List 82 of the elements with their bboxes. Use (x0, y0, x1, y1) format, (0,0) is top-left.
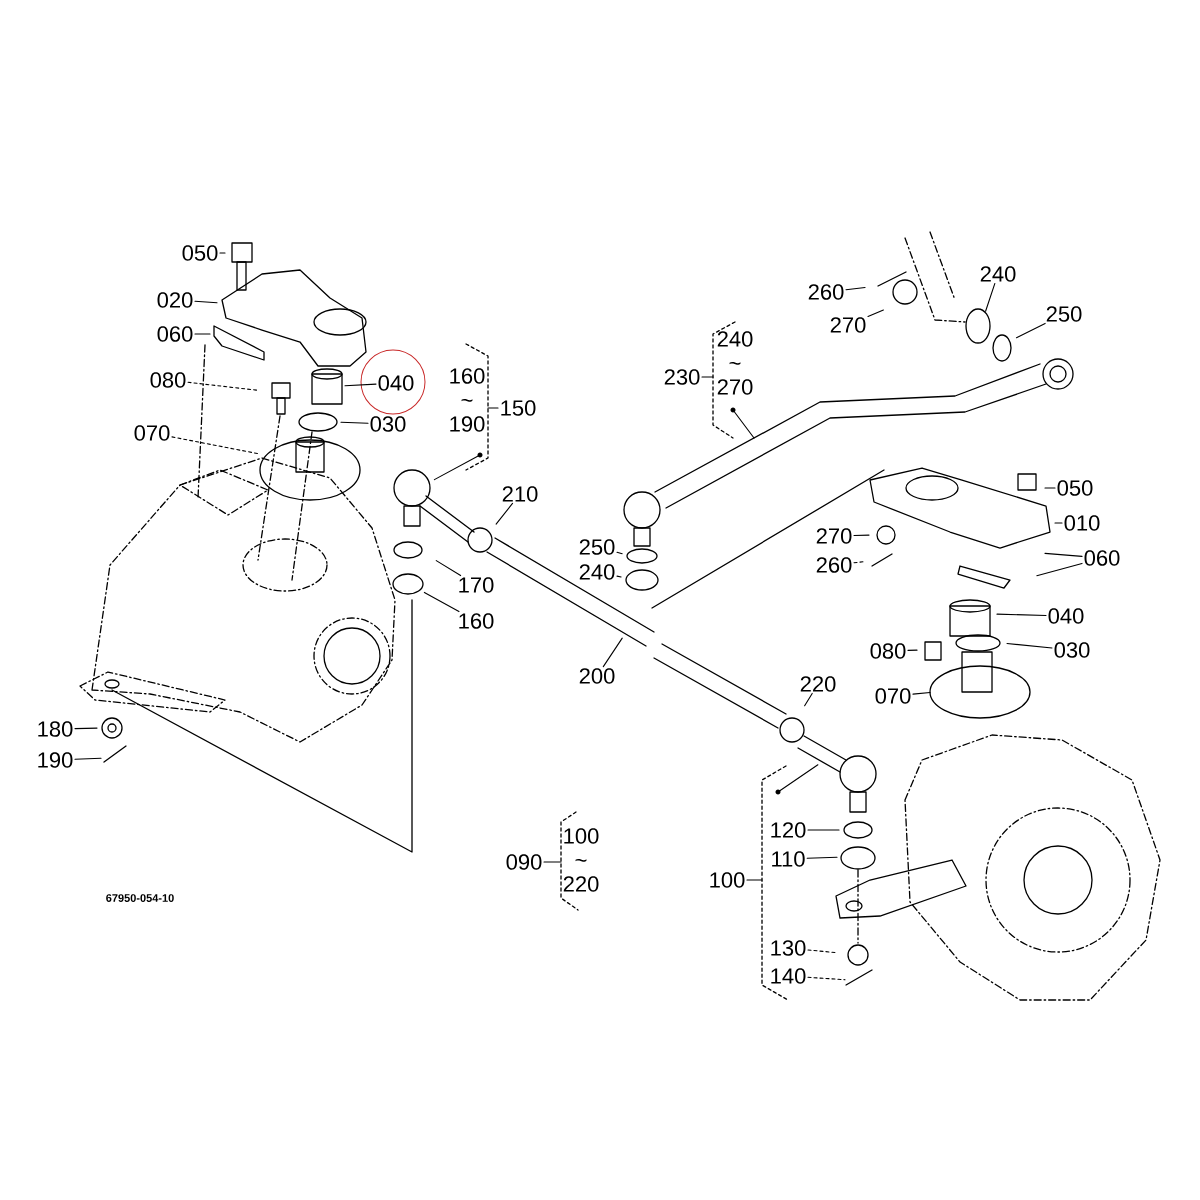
callout-number: 160 (459, 613, 494, 629)
callout-number: 040 (378, 375, 414, 391)
callout-number: 010 (1064, 515, 1100, 531)
leader-line (1044, 487, 1056, 489)
part-range-label: 240 ~ 270 (712, 321, 753, 439)
callout-number: 150 (501, 400, 536, 416)
leader-line (853, 534, 870, 537)
callout-number: 270 (816, 528, 852, 544)
leader-line (187, 381, 260, 391)
leader-line (807, 949, 836, 954)
callout-number: 120 (771, 822, 806, 838)
callout-number: 060 (157, 326, 193, 342)
leader-line (1015, 322, 1046, 339)
leader-line (806, 856, 838, 859)
leader-line (219, 252, 226, 254)
callout-number: 030 (370, 416, 406, 432)
leader-line (1054, 522, 1063, 524)
leader-line (487, 407, 499, 409)
part-range-label: 100 ~ 220 (560, 811, 599, 911)
leader-line (777, 764, 819, 793)
leader-line (867, 309, 884, 318)
callout-number: 080 (150, 372, 186, 388)
leader-line (907, 649, 918, 651)
callout-number: 040 (1048, 608, 1084, 624)
leader-line (344, 383, 377, 387)
leader-line (1044, 552, 1083, 557)
callout-number: 050 (1057, 480, 1093, 496)
leader-line (985, 282, 996, 312)
leader-line (853, 561, 866, 564)
leader-line (996, 613, 1047, 616)
leader-line (340, 421, 369, 424)
leader-line (495, 502, 514, 525)
callout-number: 090 (506, 854, 542, 870)
leader-line (616, 551, 623, 555)
callout-number: 080 (870, 643, 906, 659)
leader-line (807, 829, 840, 831)
callout-number: 070 (134, 425, 170, 441)
callout-number: 270 (830, 317, 866, 333)
callout-number: 190 (38, 752, 73, 768)
leader-line (845, 287, 866, 291)
callout-number: 250 (579, 539, 615, 555)
callout-number: 020 (157, 292, 193, 308)
callout-number: 250 (1046, 306, 1082, 322)
leader-line (194, 300, 218, 304)
callout-number: 220 (800, 676, 836, 692)
leader-line (732, 409, 755, 439)
callout-number: 210 (502, 486, 538, 502)
callout-number: 050 (182, 245, 218, 261)
leader-line (701, 376, 714, 378)
part-range-label: 160 ~ 190 (450, 343, 489, 471)
callout-number: 230 (664, 369, 700, 385)
leader-line (616, 575, 622, 578)
leader-line (433, 454, 481, 481)
leader-line (194, 333, 211, 335)
leader-line (423, 591, 460, 613)
callout-number: 070 (875, 688, 911, 704)
callout-number: 260 (808, 284, 844, 300)
leader-line (1006, 642, 1053, 649)
callout-number: 110 (772, 851, 805, 867)
callout-number: 260 (816, 557, 852, 573)
leader-line (807, 976, 846, 981)
callout-number: 060 (1084, 550, 1120, 566)
leader-line (74, 727, 98, 730)
leader-line (804, 692, 813, 707)
leader-line (74, 757, 102, 760)
leader-line (746, 879, 763, 881)
callout-number: 030 (1054, 642, 1090, 658)
callout-number: 240 (980, 266, 1016, 282)
callout-number: 100 (710, 872, 745, 888)
callout-number: 170 (459, 577, 494, 593)
leader-line (602, 637, 623, 668)
leader-line (171, 436, 261, 455)
leader-line (435, 560, 462, 577)
leader-line (1036, 562, 1083, 577)
leader-line (912, 691, 931, 695)
callout-number: 140 (771, 968, 806, 984)
callout-number: 200 (579, 668, 615, 684)
leader-line (543, 861, 562, 863)
callout-number: 180 (38, 721, 73, 737)
callout-number: 240 (579, 564, 615, 580)
callout-number: 130 (771, 940, 806, 956)
drawing-number: 67950-054-10 (106, 894, 174, 902)
